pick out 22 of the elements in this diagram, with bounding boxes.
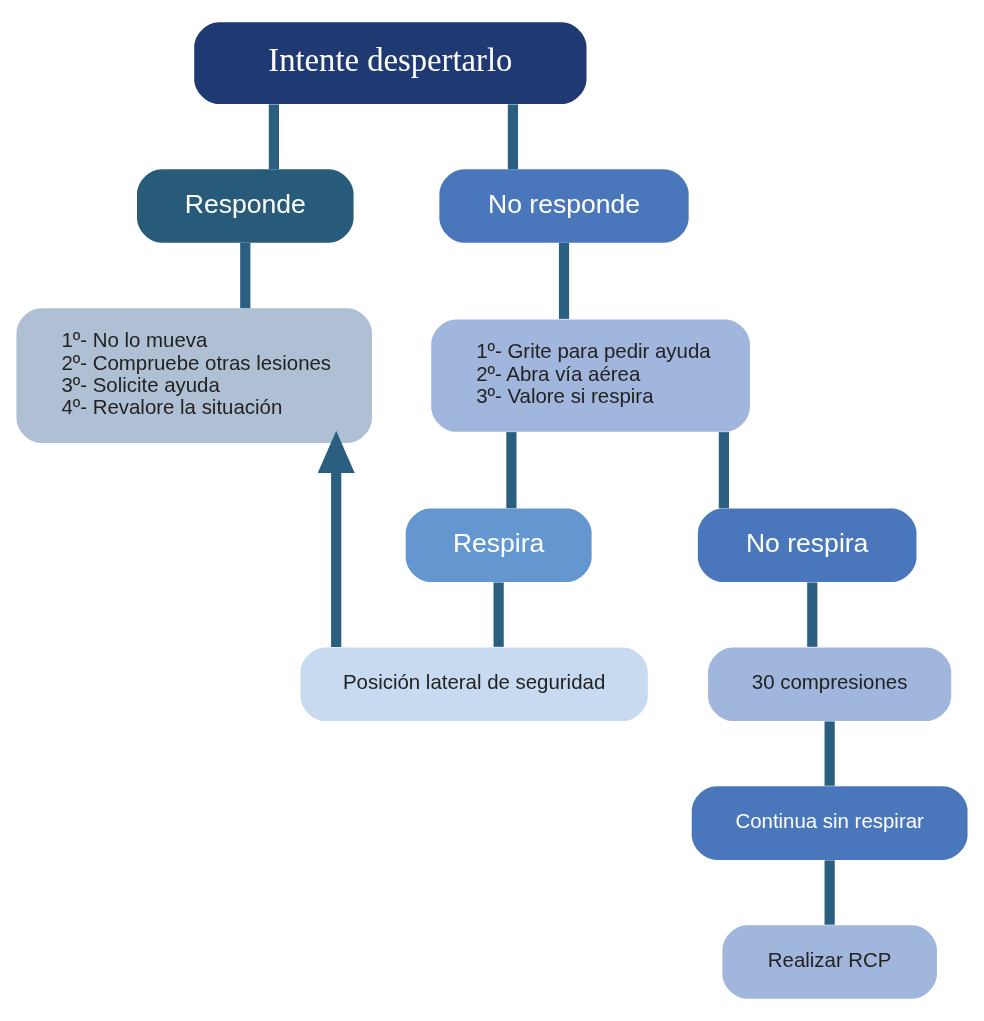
node-box: 1º- No lo mueva 2º- Compruebe otras lesiones 3º- Solicite ayuda 4º- Revalore la situación	[16, 308, 372, 444]
node-box: No responde	[439, 169, 689, 243]
node-box: 1º- Grite para pedir ayuda 2º- Abra vía aérea 3º- Valore si respira	[431, 319, 750, 432]
node-box: Responde	[137, 169, 354, 243]
node-box: Respira	[405, 508, 592, 582]
arrow	[317, 430, 355, 647]
connector	[807, 582, 818, 647]
node-box: 30 compresiones	[708, 647, 952, 721]
node-box: Continua sin respirar	[691, 786, 968, 860]
connector	[824, 721, 835, 786]
connector	[506, 432, 517, 509]
node-box: Realizar RCP	[722, 925, 937, 999]
connector	[718, 432, 729, 509]
connector	[558, 242, 570, 319]
connector	[824, 860, 835, 925]
connector	[268, 104, 279, 170]
connector	[240, 242, 251, 309]
connector	[507, 104, 519, 170]
node-box: No respira	[697, 508, 917, 582]
node-box: Intente despertarlo	[194, 22, 587, 104]
connector	[493, 582, 504, 647]
node-box: Posición lateral de seguridad	[300, 647, 648, 721]
